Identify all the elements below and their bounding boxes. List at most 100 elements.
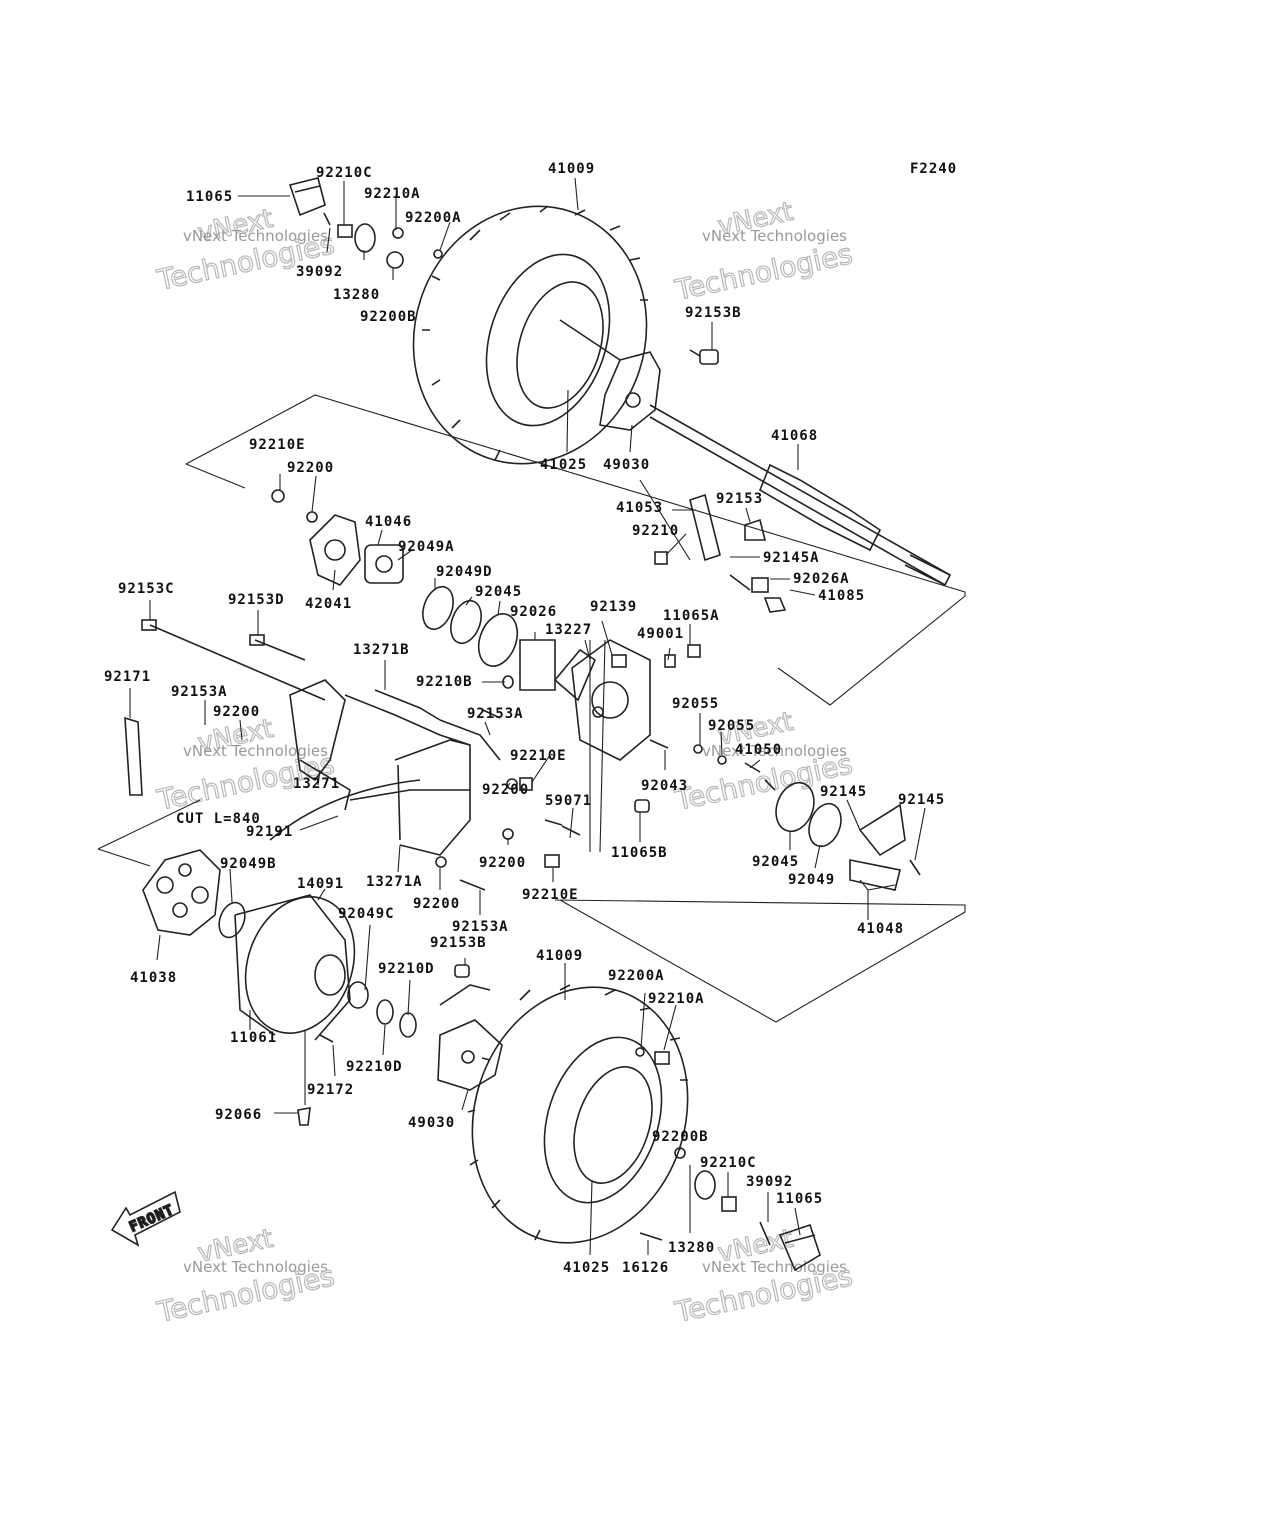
- watermark-top-right: vNext vNext Technologies Technologies: [671, 196, 856, 308]
- part-label: 92049: [788, 872, 835, 888]
- hub-nut-bottom: [635, 1047, 821, 1272]
- part-label: 92045: [752, 854, 799, 870]
- part-label: 11065A: [663, 608, 720, 624]
- part-label: 92153C: [118, 581, 175, 597]
- watermark-text: Technologies: [672, 237, 856, 307]
- part-label: 92026A: [793, 571, 850, 587]
- watermark-text: vNext Technologies: [702, 742, 847, 760]
- part-label: 92200B: [652, 1129, 709, 1145]
- part-label: 92153A: [467, 706, 524, 722]
- part-label: 92200: [213, 704, 260, 720]
- swingarm-brackets: [289, 679, 501, 856]
- part-label: 92045: [475, 584, 522, 600]
- part-label: 13271: [293, 776, 340, 792]
- part-label: 92200: [482, 782, 529, 798]
- cut-length-note: CUT L=840: [176, 811, 261, 827]
- part-label: 92172: [307, 1082, 354, 1098]
- part-label: 92210A: [364, 186, 421, 202]
- watermark-text: vNext Technologies: [183, 1258, 328, 1276]
- brake-plate-bracket-top: [599, 351, 661, 431]
- front-direction-arrow: FRONT: [110, 1190, 181, 1247]
- part-label: 49030: [408, 1115, 455, 1131]
- part-label: 92200: [479, 855, 526, 871]
- part-label: 92210E: [510, 748, 567, 764]
- part-label: 39092: [296, 264, 343, 280]
- part-label: 11065: [186, 189, 233, 205]
- part-label: 41009: [548, 161, 595, 177]
- leader-lines: [129, 177, 926, 1256]
- part-label: 92200A: [608, 968, 665, 984]
- part-label: 92153B: [685, 305, 742, 321]
- bolt-92153B-top: [689, 349, 719, 365]
- part-label: 92210E: [522, 887, 579, 903]
- part-label: 41009: [536, 948, 583, 964]
- brake-cable-92191: [269, 779, 421, 841]
- seal-bearing-row: [422, 585, 556, 691]
- torque-link: [654, 493, 787, 613]
- hub-nut-top: [288, 177, 443, 269]
- watermark-text: vNext Technologies: [702, 1258, 847, 1276]
- sprocket-hub: [271, 489, 404, 586]
- part-label: 13280: [668, 1240, 715, 1256]
- part-label: 92049D: [436, 564, 493, 580]
- watermark-bottom-left: vNext vNext Technologies Technologies: [153, 1223, 338, 1330]
- part-label: 92200: [287, 460, 334, 476]
- part-label: 92055: [672, 696, 719, 712]
- part-label: 92210D: [378, 961, 435, 977]
- part-label: 92153A: [452, 919, 509, 935]
- part-label: 16126: [622, 1260, 669, 1276]
- part-label: 49001: [637, 626, 684, 642]
- part-label: 92210B: [416, 674, 473, 690]
- part-label: 39092: [746, 1174, 793, 1190]
- part-label: 41050: [735, 742, 782, 758]
- brake-plate-bracket-bottom: [437, 964, 503, 1091]
- part-label: 11061: [230, 1030, 277, 1046]
- part-label: 92153B: [430, 935, 487, 951]
- watermark-text: vNext Technologies: [183, 742, 328, 760]
- part-label: 49030: [603, 457, 650, 473]
- part-label: 92049C: [338, 906, 395, 922]
- part-label: 92139: [590, 599, 637, 615]
- sprocket-41038: [142, 849, 246, 939]
- part-label: 92200B: [360, 309, 417, 325]
- part-label: 13271A: [366, 874, 423, 890]
- part-label: 92153A: [171, 684, 228, 700]
- part-label: 92210C: [316, 165, 373, 181]
- brake-drum-14091: [234, 894, 356, 1041]
- part-label: 92055: [708, 718, 755, 734]
- part-label: 92153: [716, 491, 763, 507]
- top-tire: [412, 205, 648, 465]
- part-label: 92145: [898, 792, 945, 808]
- long-bolts: [141, 619, 326, 701]
- watermark-text: vNext Technologies: [183, 227, 328, 245]
- part-label: 11065: [776, 1191, 823, 1207]
- seal-nut-stack: [297, 981, 417, 1126]
- part-label: 92210C: [700, 1155, 757, 1171]
- part-label: 41025: [540, 457, 587, 473]
- front-arrow-label: FRONT: [127, 1202, 177, 1236]
- assembly-outline: [97, 394, 966, 1023]
- part-label: 92043: [641, 778, 688, 794]
- watermark-top-left: vNext vNext Technologies Technologies: [153, 203, 338, 298]
- part-label: 41038: [130, 970, 177, 986]
- part-label: 42041: [305, 596, 352, 612]
- part-label: 92066: [215, 1107, 262, 1123]
- watermark-text: vNext Technologies: [702, 227, 847, 245]
- part-label: 92200: [413, 896, 460, 912]
- part-label: 92145: [820, 784, 867, 800]
- part-label: 92026: [510, 604, 557, 620]
- part-label: 41085: [818, 588, 865, 604]
- part-label: 13271B: [353, 642, 410, 658]
- part-label: 59071: [545, 793, 592, 809]
- center-washers: [435, 709, 581, 891]
- part-label: 92191: [246, 824, 293, 840]
- part-label: 92210E: [249, 437, 306, 453]
- part-label: 14091: [297, 876, 344, 892]
- small-fasteners-right: [611, 644, 727, 813]
- part-label: 92200A: [405, 210, 462, 226]
- part-label: 13280: [333, 287, 380, 303]
- part-label: 92210: [632, 523, 679, 539]
- part-label: 92210A: [648, 991, 705, 1007]
- part-label: 92153D: [228, 592, 285, 608]
